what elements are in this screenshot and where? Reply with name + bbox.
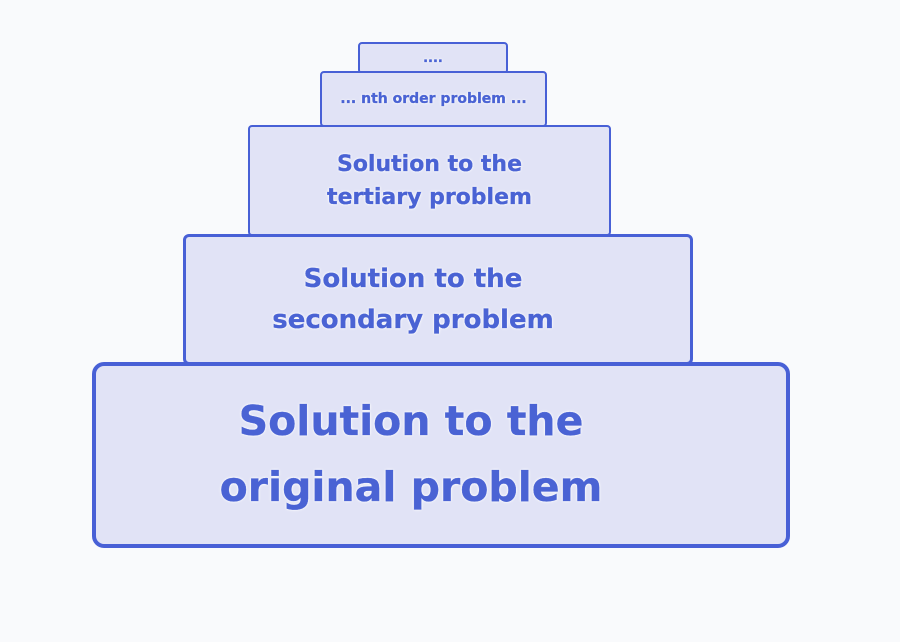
pyramid-level-2-text: Solution to the secondary problem (272, 259, 554, 340)
pyramid-level-5-text: .... (423, 50, 443, 66)
pyramid-level-1-line-1: Solution to the (238, 397, 584, 446)
pyramid-level-4-nth-order-box: ... nth order problem ... (320, 71, 547, 127)
pyramid-level-2-secondary-box: Solution to the secondary problem (183, 234, 693, 365)
pyramid-level-2-line-2: secondary problem (272, 304, 554, 335)
pyramid-level-2-line-1: Solution to the (303, 264, 523, 295)
pyramid-level-3-text: Solution to the tertiary problem (327, 148, 532, 214)
pyramid-level-4-line-1: ... nth order problem ... (340, 91, 527, 107)
pyramid-level-1-line-2: original problem (219, 463, 603, 511)
pyramid-level-1-text: Solution to the original problem (219, 389, 603, 520)
pyramid-level-3-line-2: tertiary problem (327, 184, 532, 210)
pyramid-level-5-line-1: .... (423, 50, 443, 66)
pyramid-level-3-tertiary-box: Solution to the tertiary problem (248, 125, 611, 236)
pyramid-level-1-original-box: Solution to the original problem (92, 362, 790, 548)
pyramid-level-5-ellipsis-box: .... (358, 42, 508, 74)
pyramid-level-3-line-1: Solution to the (336, 151, 523, 177)
pyramid-level-4-text: ... nth order problem ... (340, 91, 527, 107)
